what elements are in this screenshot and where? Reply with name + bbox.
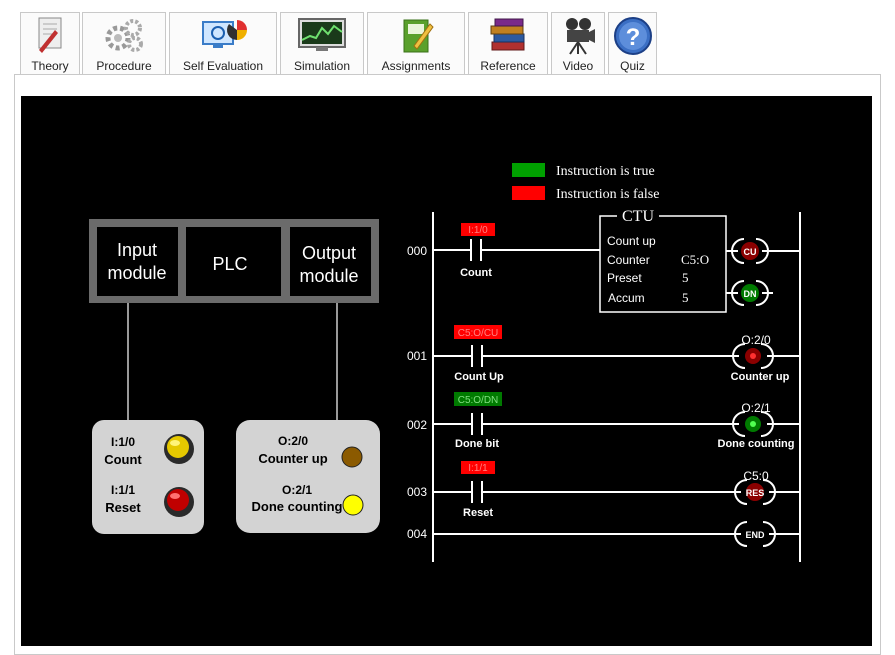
reset-pushbutton[interactable] (164, 487, 194, 517)
res-coil-label: RES (746, 488, 765, 498)
done-counting-coil-label: Done counting (718, 438, 795, 450)
ctu-accum-value: 5 (682, 290, 689, 305)
plc-counter-simulation: Instruction is true Instruction is false… (89, 163, 801, 562)
books-icon (490, 18, 525, 51)
legend-false-label: Instruction is false (556, 187, 659, 202)
svg-text:?: ? (625, 24, 640, 51)
legend-false-swatch (512, 186, 545, 200)
reset-contact-tag-text: I:1/1 (468, 463, 488, 474)
input-module-box (97, 227, 178, 296)
done-counting-label: Done counting (252, 499, 343, 514)
counter-up-coil-label: Counter up (731, 371, 790, 383)
done-counting-lamp (342, 494, 364, 516)
res-coil (746, 483, 764, 501)
output-module-label-2: module (299, 266, 358, 286)
tab-quiz[interactable]: ? Quiz (608, 12, 657, 74)
simulation-canvas: Instruction is true Instruction is false… (21, 96, 872, 646)
rung-number: 003 (407, 485, 427, 499)
input-module-label-1: Input (117, 240, 157, 260)
count-contact-tag (461, 223, 495, 236)
dn-coil-label: DN (744, 289, 757, 299)
ctu-box (599, 215, 727, 313)
tab-label: Theory (31, 59, 69, 73)
dn-coil (741, 284, 759, 302)
reset-address: I:1/1 (111, 483, 135, 497)
count-contact-label: Count (460, 267, 492, 279)
done-bit-contact-tag-text: C5:O/DN (458, 395, 499, 406)
done-bit-contact-tag (454, 392, 502, 406)
tab-simulation[interactable]: Simulation (280, 12, 364, 74)
input-module-label-2: module (107, 263, 166, 283)
self-evaluation-icon (202, 20, 247, 48)
reset-label: Reset (105, 500, 141, 515)
rung-number: 000 (407, 244, 427, 258)
tab-label: Assignments (381, 59, 451, 73)
tab-reference[interactable]: Reference (468, 12, 548, 74)
rung-number: 004 (407, 527, 427, 541)
end-coil-label: END (745, 530, 765, 540)
rung-number: 001 (407, 349, 427, 363)
counter-up-address: O:2/0 (278, 434, 308, 448)
plc-label: PLC (212, 254, 247, 274)
tab-label: Simulation (293, 59, 351, 73)
rung-number: 002 (407, 418, 427, 432)
tab-video[interactable]: Video (551, 12, 605, 74)
ctu-counter-value: C5:O (681, 252, 709, 267)
count-up-contact-label: Count Up (454, 371, 504, 383)
count-pushbutton[interactable] (164, 434, 194, 464)
legend-true-swatch (512, 163, 545, 177)
tab-label: Procedure (96, 59, 152, 73)
done-bit-contact-label: Done bit (455, 438, 499, 450)
tab-label: Self Evaluation (182, 59, 264, 73)
tab-theory[interactable]: Theory (20, 12, 80, 74)
cu-coil-label: CU (744, 247, 757, 257)
counter-up-label: Counter up (258, 451, 327, 466)
tab-assignments[interactable]: Assignments (367, 12, 465, 74)
plc-box (186, 227, 281, 296)
done-counting-address: O:2/1 (282, 483, 312, 497)
rung-000: I:1/0 Count CTU Count up Counter C5:O Pr… (433, 208, 800, 313)
ctu-preset-label: Preset (607, 271, 642, 285)
ctu-title: CTU (622, 208, 654, 225)
tab-self-evaluation[interactable]: Self Evaluation (169, 12, 277, 74)
counter-up-lamp (341, 446, 363, 468)
output-module-label-1: Output (302, 243, 356, 263)
res-coil-address: C5:0 (743, 469, 769, 483)
theory-icon (38, 17, 62, 53)
tab-label: Reference (480, 59, 536, 73)
output-module-box (290, 227, 371, 296)
rung-002: C5:O/DN Done bit O:2/1 Done counting (433, 392, 800, 450)
question-icon: ? (613, 17, 652, 55)
count-label: Count (104, 452, 142, 467)
monitor-chart-icon (298, 18, 346, 51)
reset-contact-tag (461, 461, 495, 474)
ctu-accum-label: Accum (608, 291, 645, 305)
count-up-contact-tag-text: C5:O/CU (458, 328, 499, 339)
rung-004: END (433, 521, 800, 547)
tab-label: Video (562, 59, 594, 73)
tab-bar: Theory Procedure Self Evaluation Simulat… (0, 0, 895, 75)
rung-003: I:1/1 Reset C5:0 RES (433, 461, 800, 519)
ctu-counter-label: Counter (607, 253, 650, 267)
rung-001: C5:O/CU Count Up O:2/0 Counter up (433, 325, 800, 383)
reset-contact-label: Reset (463, 507, 493, 519)
gears-icon (105, 19, 143, 52)
legend-true-label: Instruction is true (556, 164, 655, 179)
cu-coil (741, 242, 759, 260)
count-up-contact-tag (454, 325, 502, 339)
tab-procedure[interactable]: Procedure (82, 12, 166, 74)
ctu-count-up-label: Count up (607, 234, 656, 248)
count-contact-tag-text: I:1/0 (468, 225, 488, 236)
count-address: I:1/0 (111, 435, 135, 449)
notebook-pen-icon (403, 19, 434, 53)
ctu-preset-value: 5 (682, 270, 689, 285)
camera-icon (566, 18, 595, 55)
tab-label: Quiz (620, 59, 645, 73)
